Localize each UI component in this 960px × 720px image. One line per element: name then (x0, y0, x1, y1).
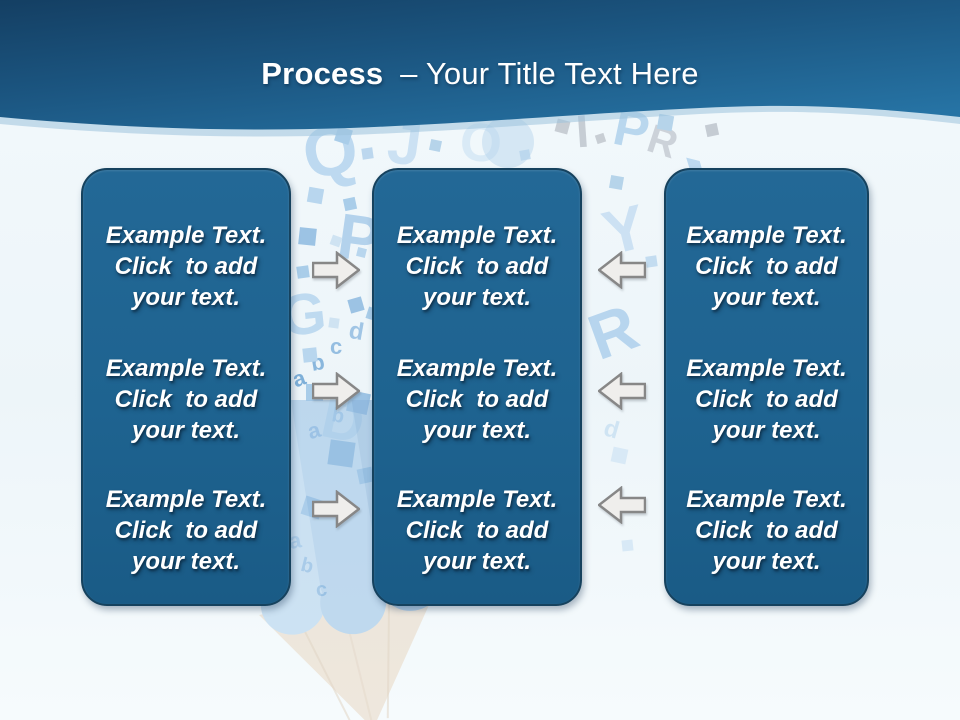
text-line: your text. (422, 417, 532, 444)
text-block: Example Text. Click to add your text. (374, 484, 580, 577)
arrow-right-icon (312, 490, 360, 528)
text-block: Example Text. Click to add your text. (83, 353, 289, 446)
text-line: Example Text. (105, 222, 267, 249)
arrow-left-icon (598, 486, 646, 524)
background-square (342, 196, 358, 212)
text-line: your text. (131, 284, 241, 311)
text-block: Example Text. Click to add your text. (83, 220, 289, 313)
arrow-left-icon (598, 251, 646, 289)
text-line: Example Text. (686, 222, 847, 249)
text-line: Click to add (405, 253, 549, 280)
background-square (610, 446, 629, 465)
arrow-right-icon (312, 372, 360, 410)
text-line: Example Text. (105, 355, 267, 382)
background-square (621, 539, 634, 552)
text-line: Example Text. (396, 355, 558, 382)
background-square (328, 317, 340, 329)
text-line: Click to add (695, 517, 838, 544)
background-letter: d (346, 316, 366, 347)
process-box-right: Example Text. Click to add your text. Ex… (664, 168, 869, 606)
text-block: Example Text. Click to add your text. (374, 220, 580, 313)
text-line: your text. (422, 548, 532, 575)
arrow-right-icon (312, 251, 360, 289)
text-line: Example Text. (686, 486, 847, 513)
slide-title-emphasis: Process (261, 56, 384, 91)
text-line: Example Text. (396, 222, 558, 249)
text-line: your text. (131, 548, 241, 575)
background-letter: R (579, 290, 648, 374)
slide-title: Process – Your Title Text Here (0, 56, 960, 92)
text-line: your text. (712, 548, 821, 575)
arrow-left-icon (598, 372, 646, 410)
slide-title-rest: – Your Title Text Here (400, 56, 699, 91)
text-block: Example Text. Click to add your text. (374, 353, 580, 446)
background-square (645, 255, 658, 268)
text-line: Click to add (695, 386, 838, 413)
text-line: Click to add (114, 386, 258, 413)
text-line: Example Text. (105, 486, 267, 513)
text-line: your text. (712, 417, 821, 444)
text-line: your text. (131, 417, 241, 444)
text-line: Example Text. (686, 355, 847, 382)
background-square (347, 296, 365, 314)
text-block: Example Text. Click to add your text. (666, 484, 867, 577)
text-line: Click to add (114, 517, 258, 544)
header-wave (0, 0, 960, 137)
text-block: Example Text. Click to add your text. (666, 220, 867, 313)
text-line: Click to add (405, 517, 549, 544)
text-block: Example Text. Click to add your text. (666, 353, 867, 446)
text-line: Example Text. (396, 486, 558, 513)
text-line: Click to add (695, 253, 838, 280)
text-line: Click to add (405, 386, 549, 413)
background-square (302, 347, 318, 363)
text-line: Click to add (114, 253, 258, 280)
background-letter: c (330, 334, 343, 359)
text-block: Example Text. Click to add your text. (83, 484, 289, 577)
background-letter: d (600, 414, 623, 445)
text-line: your text. (422, 284, 532, 311)
process-box-middle: Example Text. Click to add your text. Ex… (372, 168, 582, 606)
background-square (296, 265, 310, 279)
background-square (608, 174, 625, 191)
background-square (298, 227, 317, 246)
process-box-left: Example Text. Click to add your text. Ex… (81, 168, 291, 606)
text-line: your text. (712, 284, 821, 311)
background-square (306, 186, 325, 205)
